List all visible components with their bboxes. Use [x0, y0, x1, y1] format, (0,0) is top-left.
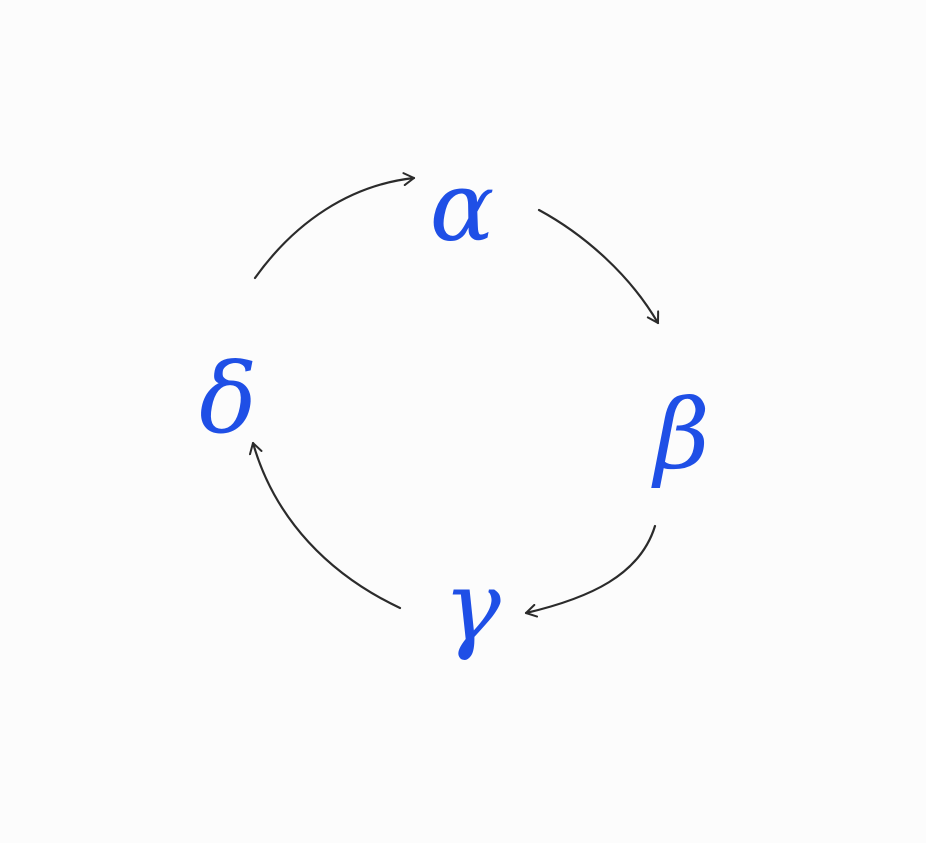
node-alpha: α [430, 151, 495, 263]
node-gamma: γ [443, 551, 501, 663]
arrow-gamma-to-delta [248, 441, 402, 610]
arrow-alpha-to-beta [537, 208, 660, 325]
node-beta: β [651, 379, 710, 491]
arrow-delta-to-alpha [253, 172, 416, 280]
node-delta: δ [199, 343, 257, 455]
arrow-beta-to-gamma [524, 524, 657, 618]
